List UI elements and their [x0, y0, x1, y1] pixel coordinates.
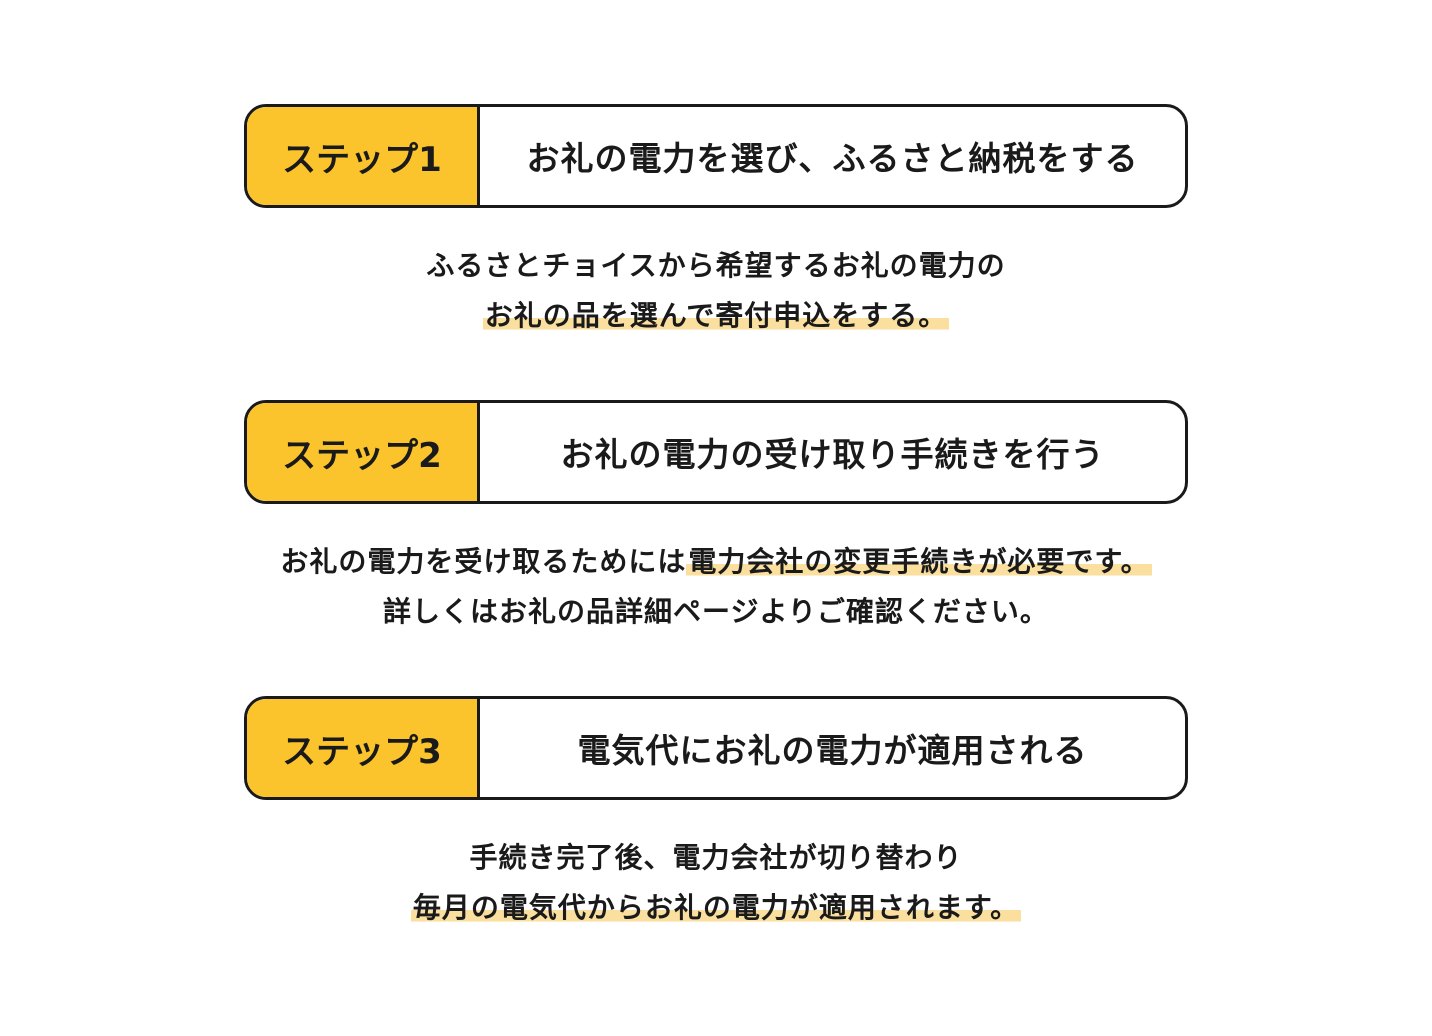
- step-1-label: ステップ1: [247, 107, 480, 205]
- step-2-desc-line-1: お礼の電力を受け取るためには電力会社の変更手続きが必要です。: [0, 537, 1432, 587]
- step-1-highlight: お礼の品を選んで寄付申込をする。: [482, 299, 950, 332]
- step-2-label: ステップ2: [247, 403, 480, 501]
- step-3-label: ステップ3: [247, 699, 480, 797]
- step-1-description: ふるさとチョイスから希望するお礼の電力の お礼の品を選んで寄付申込をする。: [0, 241, 1432, 341]
- step-1-desc-line-1: ふるさとチョイスから希望するお礼の電力の: [426, 249, 1006, 282]
- step-2-desc-line-2: 詳しくはお礼の品詳細ページよりご確認ください。: [383, 595, 1049, 628]
- step-1-desc-line-2: お礼の品を選んで寄付申込をする。: [0, 291, 1432, 341]
- step-2-highlight: 電力会社の変更手続きが必要です。: [686, 545, 1152, 578]
- step-3-description: 手続き完了後、電力会社が切り替わり 毎月の電気代からお礼の電力が適用されます。: [0, 833, 1432, 933]
- step-1-title: お礼の電力を選び、ふるさと納税をする: [526, 139, 1139, 178]
- step-2-description: お礼の電力を受け取るためには電力会社の変更手続きが必要です。 詳しくはお礼の品詳…: [0, 537, 1432, 637]
- step-1-bar: ステップ1 お礼の電力を選び、ふるさと納税をする: [244, 104, 1188, 208]
- step-2-title: お礼の電力の受け取り手続きを行う: [560, 435, 1105, 474]
- step-3-highlight: 毎月の電気代からお礼の電力が適用されます。: [410, 891, 1022, 924]
- step-2-bar: ステップ2 お礼の電力の受け取り手続きを行う: [244, 400, 1188, 504]
- step-3-bar: ステップ3 電気代にお礼の電力が適用される: [244, 696, 1188, 800]
- step-3-title: 電気代にお礼の電力が適用される: [577, 731, 1088, 770]
- step-3-desc-line-1: 手続き完了後、電力会社が切り替わり: [469, 841, 963, 874]
- step-2-desc-plain: お礼の電力を受け取るためには: [280, 545, 687, 578]
- step-3-desc-line-2: 毎月の電気代からお礼の電力が適用されます。: [0, 883, 1432, 933]
